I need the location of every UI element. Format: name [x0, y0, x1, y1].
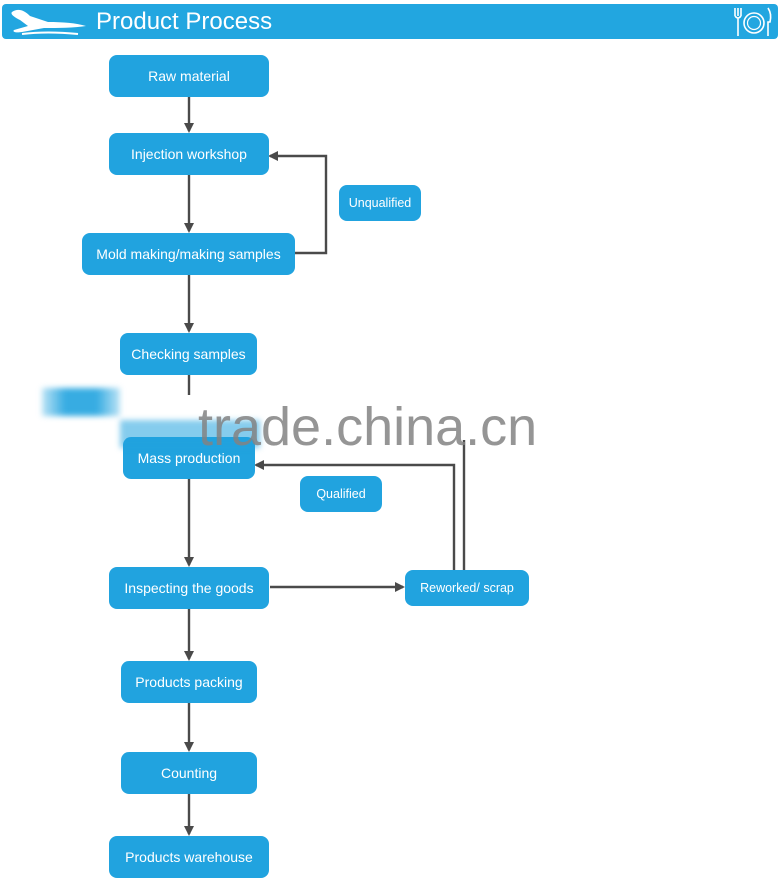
node-injection-workshop: Injection workshop: [109, 133, 269, 175]
airplane-icon: [11, 9, 86, 35]
node-raw-material: Raw material: [109, 55, 269, 97]
watermark-blur: [42, 388, 120, 416]
node-products-packing: Products packing: [121, 661, 257, 703]
node-products-warehouse: Products warehouse: [109, 836, 269, 878]
plate-fork-knife-icon: [734, 7, 772, 36]
watermark-blur: [120, 420, 260, 448]
label-qualified: Qualified: [300, 476, 382, 512]
label-unqualified: Unqualified: [339, 185, 421, 221]
watermark-text: trade.china.cn: [198, 397, 538, 457]
node-mold-making: Mold making/making samples: [82, 233, 295, 275]
node-inspecting-goods: Inspecting the goods: [109, 567, 269, 609]
node-counting: Counting: [121, 752, 257, 794]
node-checking-samples: Checking samples: [120, 333, 257, 375]
header-bar: Product Process: [2, 4, 778, 39]
page-title: Product Process: [96, 8, 273, 35]
node-reworked-scrap: Reworked/ scrap: [405, 570, 529, 606]
